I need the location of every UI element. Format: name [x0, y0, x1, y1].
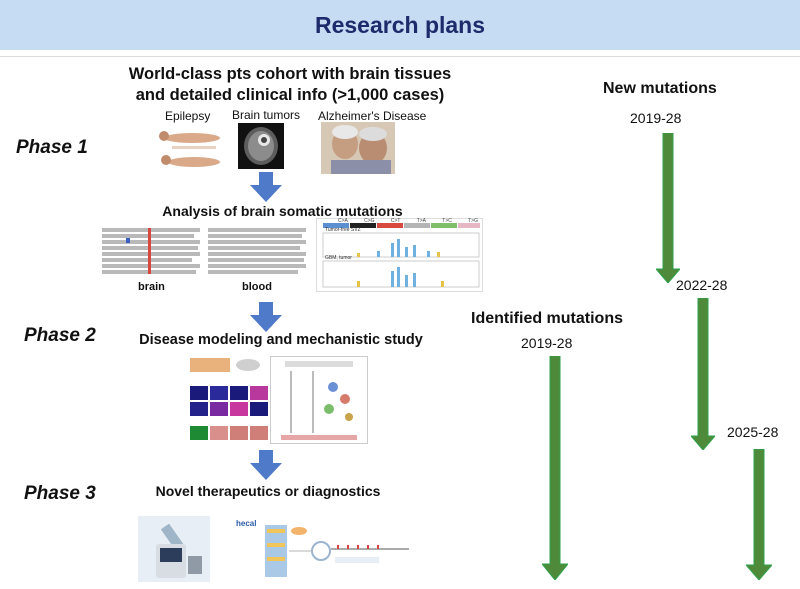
new-mutations-label: New mutations: [603, 80, 717, 97]
chart-header-3: C>T: [390, 218, 401, 224]
cohort-title-line-2: and detailed clinical info (>1,000 cases…: [135, 86, 445, 104]
brain-tumor-scan-image: [238, 123, 284, 169]
chart-header-6: T>G: [468, 218, 478, 224]
chart-label-bottom: GBM, tumor: [325, 255, 352, 261]
cohort-title-line-1: World-class pts cohort with brain tissue…: [128, 65, 452, 83]
flow-arrow-2: [250, 302, 282, 332]
mid-phase-years: 2022-28: [676, 277, 728, 293]
brain-label: brain: [138, 281, 165, 293]
disease-model-figure: [190, 356, 268, 442]
brain-tumors-label: Brain tumors: [232, 108, 301, 122]
page-title: Research plans: [314, 12, 486, 38]
new-mutations-years: 2019-28: [630, 110, 682, 126]
cohort-title: World-class pts cohort with brain tissue…: [100, 64, 480, 106]
mechanism-diagram-figure: [270, 356, 368, 444]
drug-vial-image: [138, 516, 210, 582]
identified-mutations-label: Identified mutations: [471, 310, 623, 327]
analysis-title: Analysis of brain somatic mutations: [162, 203, 403, 219]
chart-header-4: T>A: [416, 218, 426, 224]
mutation-spectrum-image: [316, 218, 483, 292]
alzheimers-image: [321, 122, 395, 174]
flow-arrow-3: [250, 450, 282, 480]
phase-2-label: Phase 2: [24, 325, 96, 346]
chart-header-row: C>A C>G C>T T>A T>C T>G: [338, 218, 478, 224]
epilepsy-label: Epilepsy: [165, 109, 211, 123]
modeling-title: Disease modeling and mechanistic study: [139, 332, 423, 348]
phase-1-label: Phase 1: [16, 137, 88, 158]
phase-3-label: Phase 3: [24, 483, 96, 504]
diagnostics-figure-label: hecal: [236, 519, 257, 528]
therapeutics-title: Novel therapeutics or diagnostics: [155, 483, 381, 499]
header-bar: [0, 0, 800, 50]
timeline-arrow-identified-mutations: [542, 356, 568, 580]
chart-header-1: C>A: [338, 218, 348, 224]
alzheimers-label: Alzheimer's Disease: [318, 109, 427, 123]
late-phase-years: 2025-28: [727, 424, 779, 440]
chart-header-2: C>G: [364, 218, 375, 224]
sequencing-reads-image: [98, 222, 310, 290]
divider: [0, 56, 800, 57]
flow-arrow-1: [250, 172, 282, 202]
blood-label: blood: [242, 281, 272, 293]
timeline-arrow-new-mutations: [656, 133, 680, 283]
timeline-arrow-late-phase: [746, 449, 772, 580]
chart-header-5: T>C: [442, 218, 452, 224]
identified-mutations-years: 2019-28: [521, 335, 573, 351]
timeline-arrow-mid-phase: [691, 298, 715, 450]
diagnostics-figure: [235, 519, 413, 581]
epilepsy-image: [152, 124, 230, 174]
chart-label-top: Tumor-free SVZ: [325, 227, 361, 233]
